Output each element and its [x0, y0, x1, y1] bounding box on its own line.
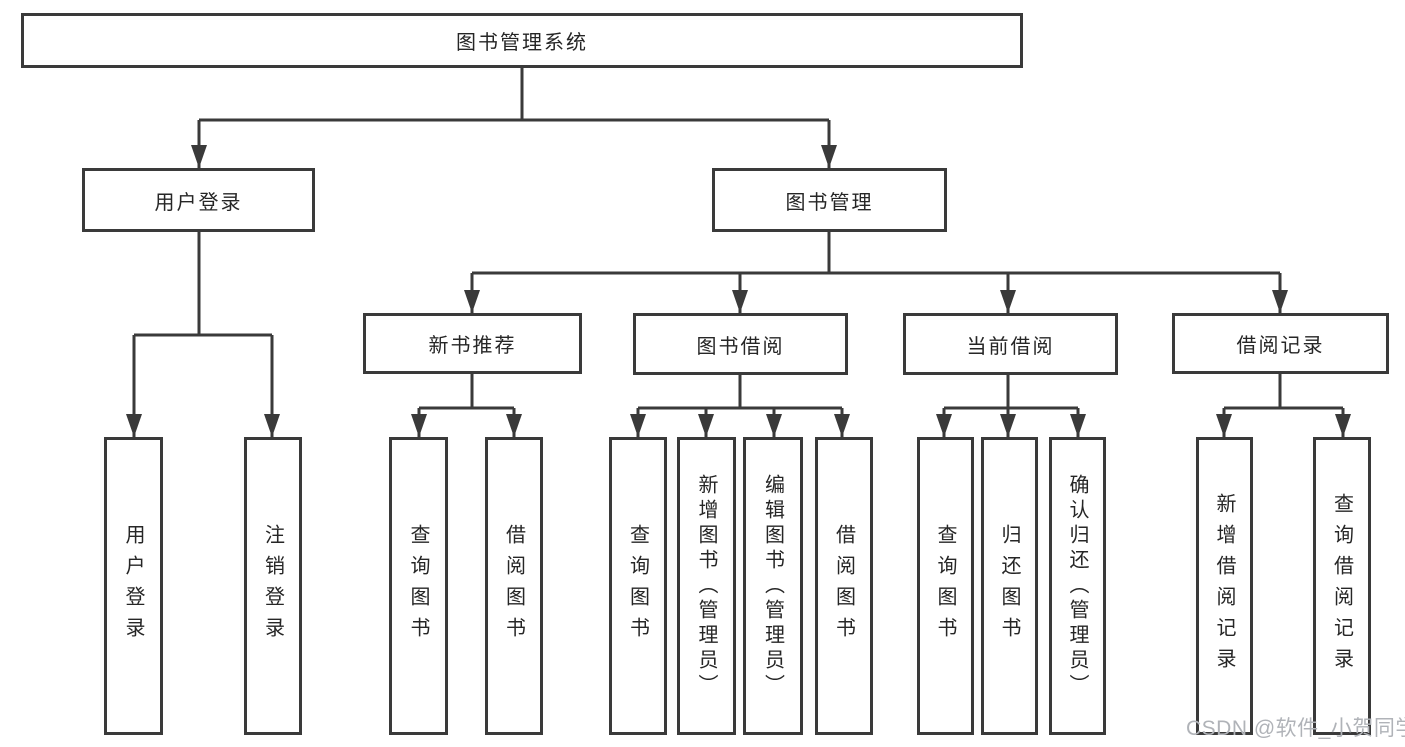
- node-user-login: 用户登录: [82, 168, 315, 232]
- node-borrow-records: 借阅记录: [1172, 313, 1389, 374]
- leaf-recommend-query-books: 查询图书: [389, 437, 448, 735]
- csdn-watermark: CSDN @软件_小贺同学: [1186, 717, 1405, 740]
- leaf-user-login: 用户登录: [104, 437, 163, 735]
- leaf-records-add-record: 新增借阅记录: [1196, 437, 1253, 735]
- node-library-management-system: 图书管理系统: [21, 13, 1023, 68]
- node-current-borrow: 当前借阅: [903, 313, 1118, 375]
- leaf-borrow-borrow-books: 借阅图书: [815, 437, 873, 735]
- leaf-current-confirm-return-admin: 确认归还（管理员）: [1049, 437, 1106, 735]
- leaf-borrow-edit-books-admin: 编辑图书（管理员）: [743, 437, 803, 735]
- leaf-borrow-query-books: 查询图书: [609, 437, 667, 735]
- leaf-recommend-borrow-books: 借阅图书: [485, 437, 543, 735]
- node-new-book-recommend: 新书推荐: [363, 313, 582, 374]
- node-book-borrow: 图书借阅: [633, 313, 848, 375]
- node-book-management: 图书管理: [712, 168, 947, 232]
- leaf-borrow-add-books-admin: 新增图书（管理员）: [677, 437, 736, 735]
- leaf-logout: 注销登录: [244, 437, 302, 735]
- leaf-current-return-books: 归还图书: [981, 437, 1038, 735]
- leaf-records-query-record: 查询借阅记录: [1313, 437, 1371, 735]
- leaf-current-query-books: 查询图书: [917, 437, 974, 735]
